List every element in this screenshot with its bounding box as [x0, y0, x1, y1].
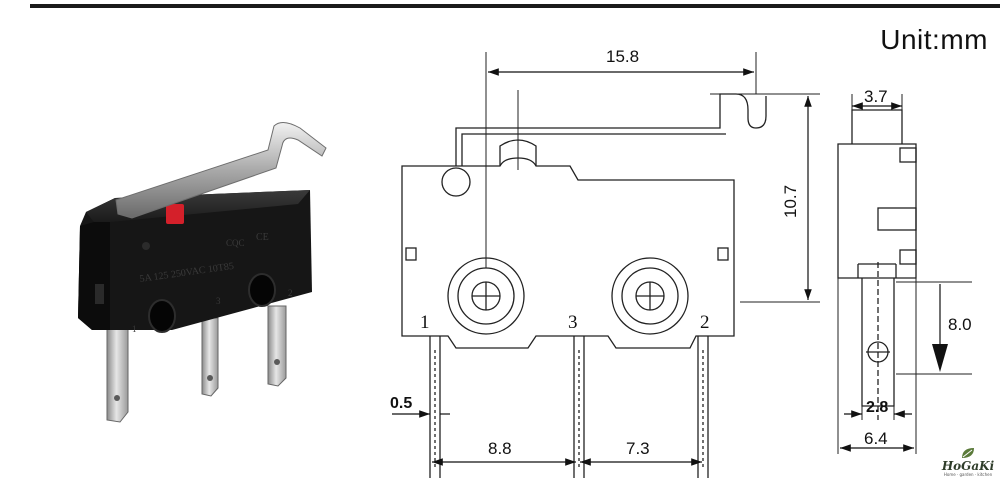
- front-view-lever: [455, 93, 767, 166]
- photo-switch-body: CQC CE 5A 125 250VAC 10T85 1 3 2: [78, 190, 312, 334]
- front-view-pin-2: [697, 336, 709, 478]
- dim-actuator-width: 3.7: [864, 87, 888, 106]
- product-photo: CQC CE 5A 125 250VAC 10T85 1 3 2: [78, 122, 327, 423]
- dim-body-depth: 6.4: [864, 429, 888, 448]
- side-view-body: [837, 143, 917, 279]
- dim-pitch-3-2: 7.3: [626, 439, 650, 458]
- brand-tagline: Home · garden · kitchen: [943, 472, 993, 477]
- photo-terminal-label-1: 1: [132, 324, 137, 334]
- side-view: [837, 94, 972, 454]
- dim-pin-width: 0.5: [390, 395, 412, 412]
- photo-terminal-2: [267, 305, 287, 387]
- brand-logo: HoGaKi Home · garden · kitchen: [938, 446, 998, 492]
- top-rule: [30, 4, 1000, 8]
- front-view-pin-3: [573, 336, 585, 478]
- photo-terminal-label-2: 2: [288, 288, 293, 298]
- pin-label-3: 3: [568, 312, 578, 333]
- unit-label: Unit:mm: [880, 24, 988, 55]
- photo-plunger: [166, 204, 184, 224]
- front-view-pin-1: [429, 336, 441, 478]
- front-view-body: [401, 157, 735, 349]
- front-view: [401, 52, 820, 478]
- dim-terminal-width: 2.8: [866, 399, 888, 416]
- side-view-actuator: [851, 109, 903, 144]
- dim-arrow-terminal-length: [932, 344, 948, 372]
- photo-cert-mark: CQC: [226, 238, 245, 248]
- dim-terminal-length: 8.0: [948, 315, 972, 334]
- leaf-icon: [962, 448, 974, 458]
- brand-name: HoGaKi: [941, 459, 995, 473]
- photo-lever: [115, 122, 327, 219]
- side-view-terminal: [861, 262, 895, 420]
- front-view-mount-hole: [441, 167, 471, 197]
- photo-terminal-label-3: 3: [216, 296, 221, 306]
- dim-height: 10.7: [781, 185, 800, 218]
- front-view-terminal-boss-1: [447, 257, 525, 335]
- dim-lever-reach: 15.8: [606, 47, 639, 66]
- front-view-terminal-boss-2: [611, 257, 689, 335]
- dim-pitch-1-3: 8.8: [488, 439, 512, 458]
- photo-ce-mark: CE: [256, 232, 269, 243]
- pin-label-1: 1: [420, 312, 430, 333]
- pin-label-2: 2: [700, 312, 710, 333]
